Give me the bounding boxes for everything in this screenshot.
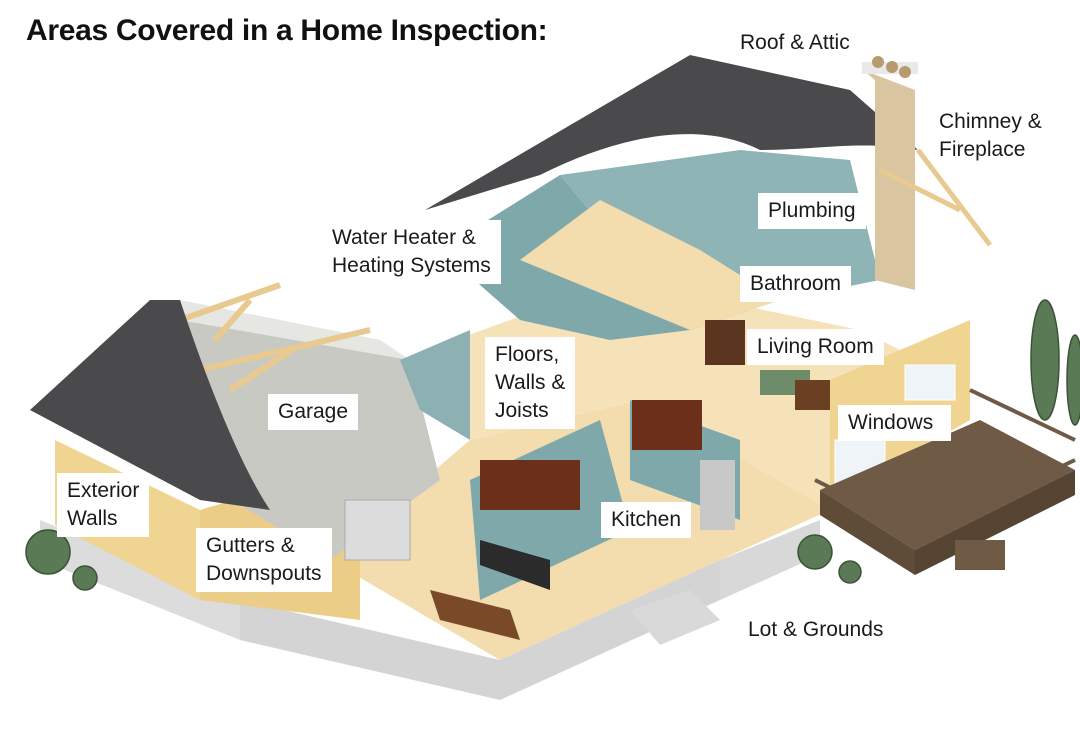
garage-roof (30, 300, 270, 510)
label-living-room: Living Room (747, 329, 884, 365)
label-chimney-fireplace: Chimney & Fireplace (939, 108, 1042, 164)
label-floors-line-1: Floors, (495, 343, 560, 366)
label-floors-walls-joists: Floors, Walls & Joists (485, 337, 576, 429)
label-roof-attic: Roof & Attic (740, 29, 850, 57)
label-windows-text: Windows (848, 411, 934, 434)
label-water-heater: Water Heater & Heating Systems (322, 220, 501, 284)
kitchen (470, 400, 740, 600)
label-kitchen: Kitchen (601, 502, 692, 538)
label-chimney-line-1: Chimney & (939, 110, 1042, 133)
label-water-heater-line-2: Heating Systems (332, 254, 491, 277)
page-title: Areas Covered in a Home Inspection: (26, 14, 548, 47)
label-bathroom: Bathroom (740, 266, 852, 302)
upper-floor (520, 200, 780, 330)
label-plumbing-text: Plumbing (768, 199, 856, 222)
label-kitchen-text: Kitchen (611, 508, 682, 531)
label-exterior-walls: Exterior Walls (57, 473, 150, 537)
roof-trusses (878, 148, 992, 247)
shrubs (25, 299, 1080, 591)
label-exterior-line-2: Walls (67, 507, 118, 530)
label-floors-line-2: Walls & (495, 371, 566, 394)
label-exterior-line-1: Exterior (67, 479, 140, 502)
label-gutters-line-2: Downspouts (206, 562, 322, 585)
dining-table (430, 590, 520, 640)
label-chimney-line-2: Fireplace (939, 138, 1026, 161)
label-gutters-line-1: Gutters & (206, 534, 295, 557)
label-lot-grounds-text: Lot & Grounds (748, 618, 884, 641)
label-plumbing: Plumbing (758, 193, 866, 229)
label-bathroom-text: Bathroom (750, 272, 842, 295)
foundation (40, 520, 820, 700)
label-roof-attic-text: Roof & Attic (740, 31, 850, 54)
label-gutters-downspouts: Gutters & Downspouts (196, 528, 332, 592)
chimney (862, 56, 918, 290)
washer-dryer (344, 499, 411, 561)
garage-trusses (179, 282, 371, 393)
label-water-heater-line-1: Water Heater & (332, 226, 476, 249)
front-steps (630, 590, 720, 645)
label-garage-text: Garage (278, 400, 349, 423)
label-windows: Windows (838, 405, 952, 441)
main-roof (425, 55, 918, 210)
label-garage: Garage (268, 394, 359, 430)
deck (814, 388, 1076, 575)
label-lot-grounds: Lot & Grounds (748, 616, 883, 644)
label-living-room-text: Living Room (757, 335, 874, 358)
label-floors-line-3: Joists (495, 399, 549, 422)
